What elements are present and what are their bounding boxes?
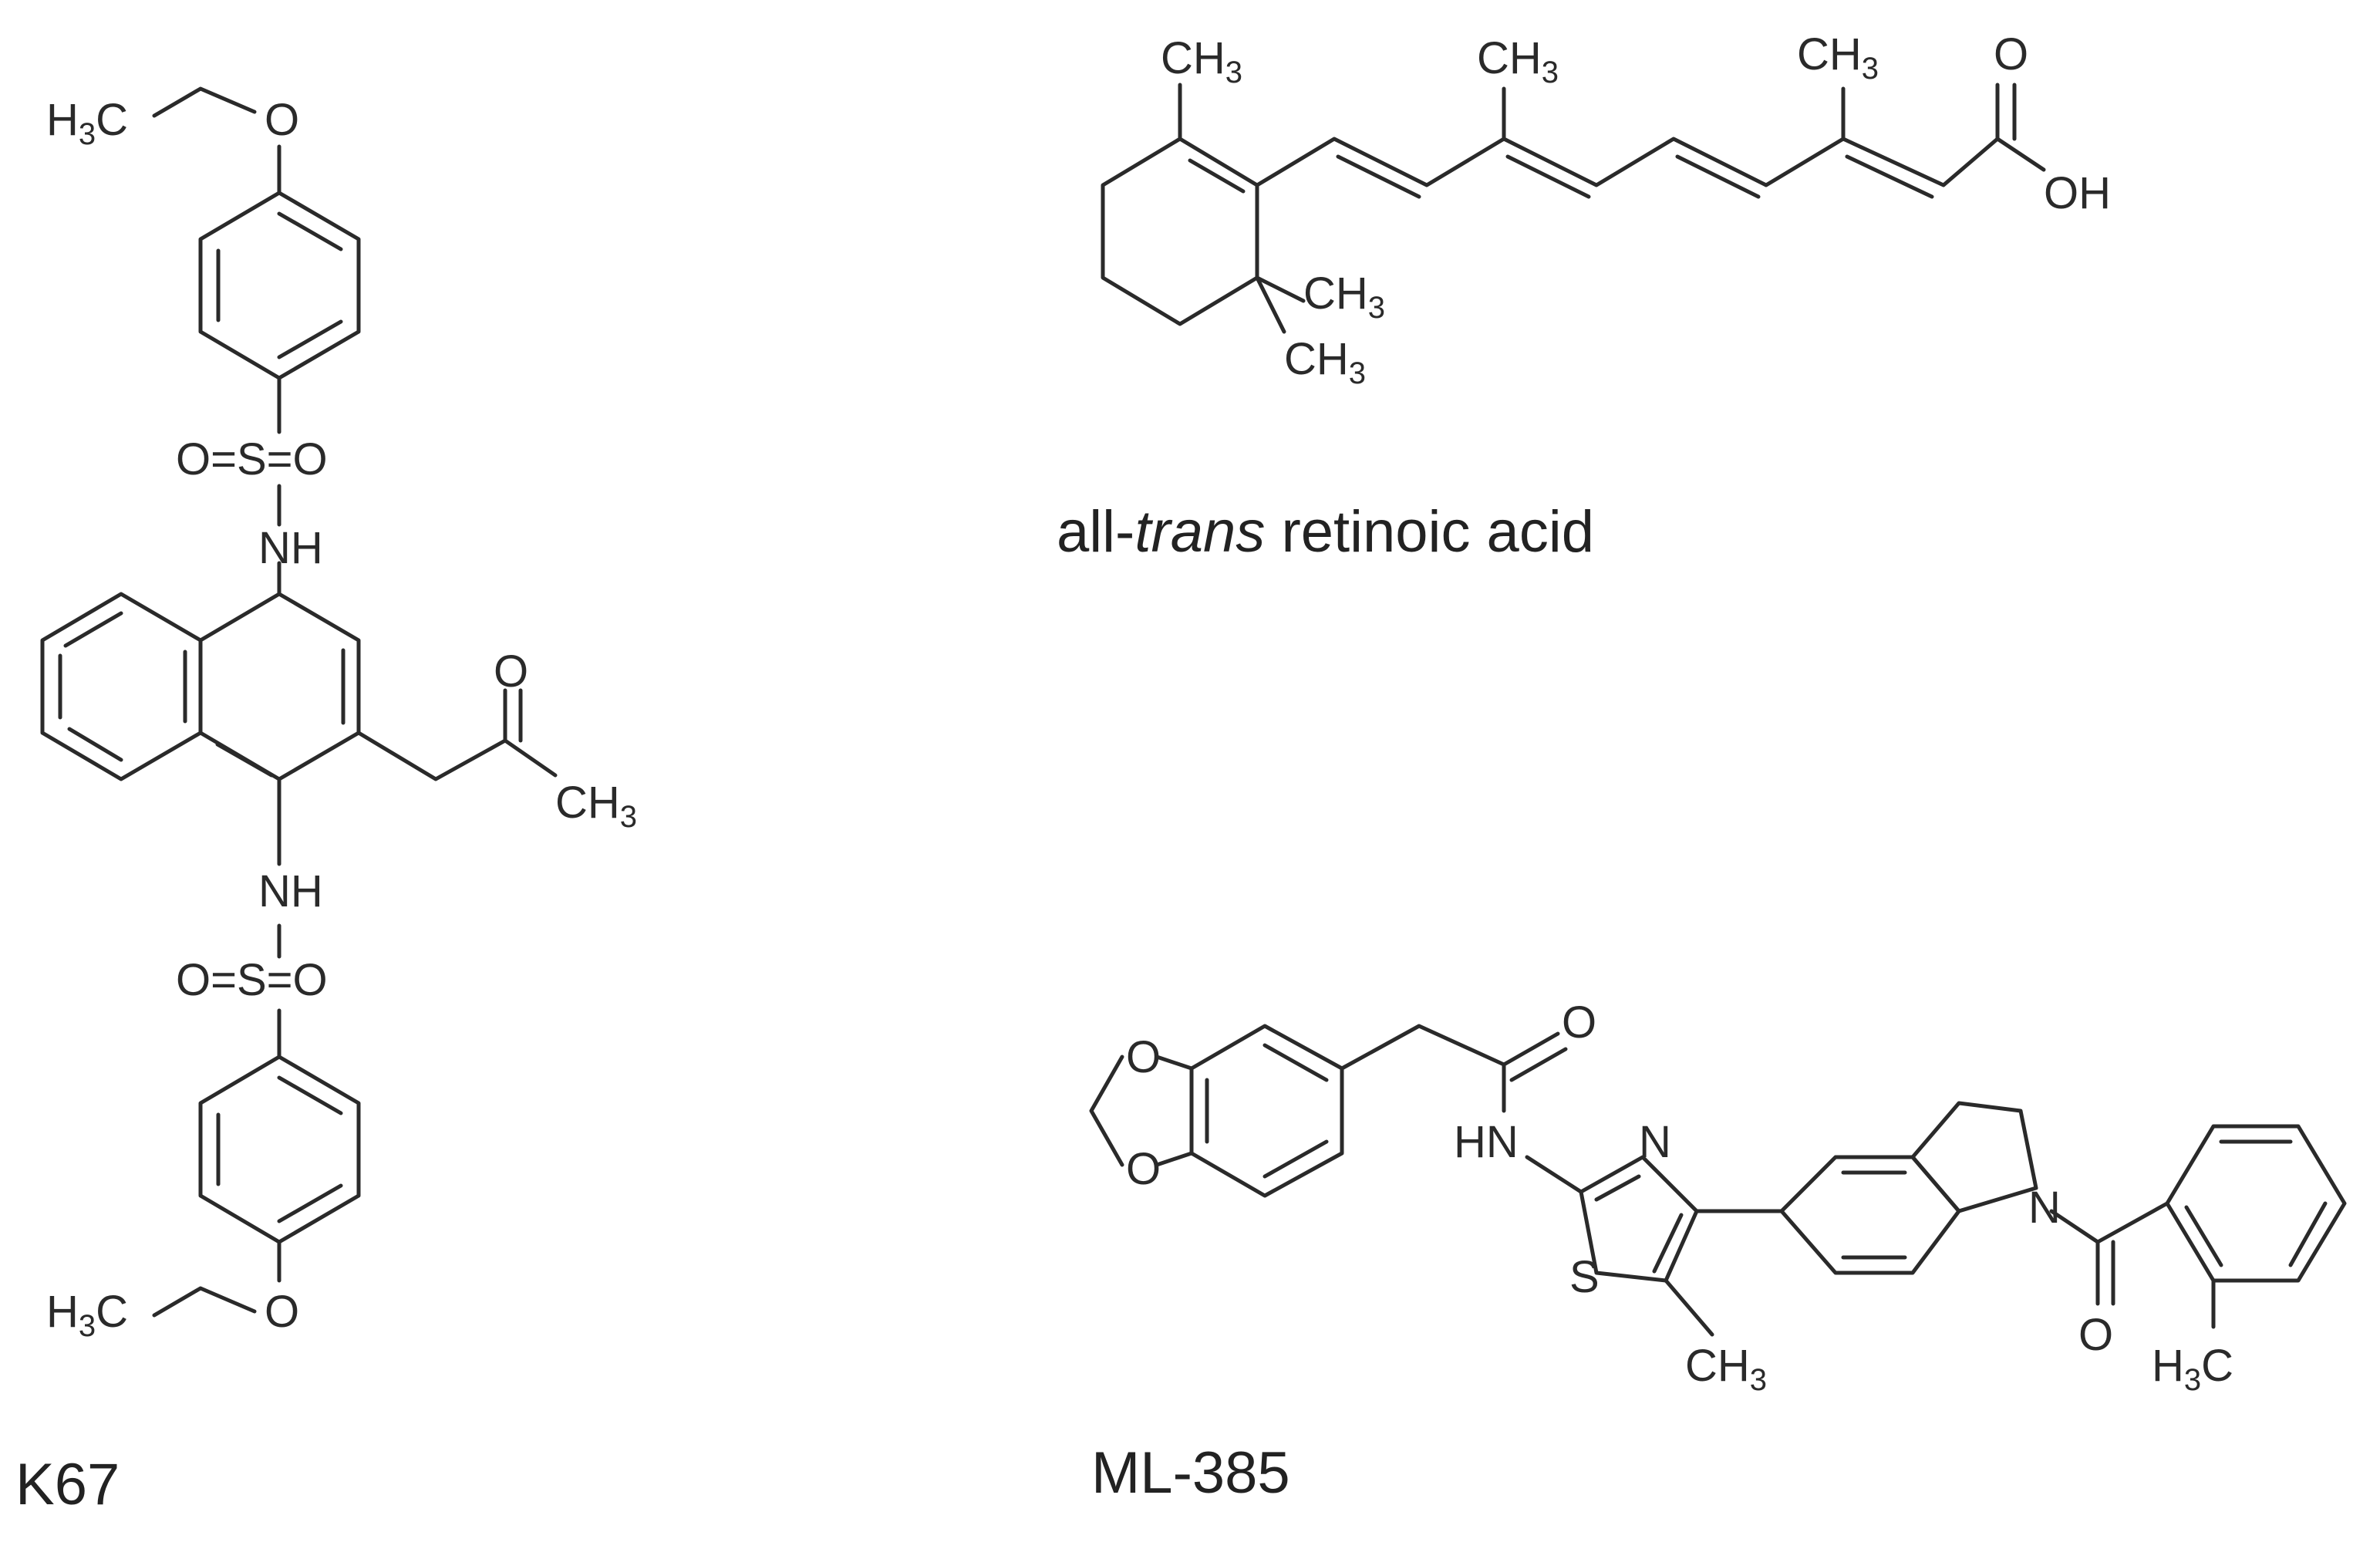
- retinoic-ring-methyl-label: CH3: [1161, 33, 1242, 89]
- retinoic-chain-methyl-1-label: CH3: [1477, 33, 1559, 89]
- ml385-thiazole-ch3-label: CH3: [1685, 1341, 1767, 1397]
- ml385-indoline-n-label: N: [2028, 1183, 2061, 1233]
- retinoic-acid-oh-label: OH: [2044, 168, 2111, 218]
- retinoic-gem-methyl-1-label: CH3: [1303, 268, 1385, 325]
- k67-o-bottom-label: O: [265, 1287, 299, 1337]
- ml385-benzoyl-o-label: O: [2078, 1310, 2113, 1360]
- ml385-structure: O O O HN N S CH3 N O H3C ML-385: [1089, 997, 2347, 1506]
- ml385-dioxole-o2-label: O: [1126, 1144, 1161, 1194]
- ml385-amide-nh-label: HN: [1454, 1117, 1519, 1167]
- ml385-thiazole-s-label: S: [1569, 1252, 1600, 1302]
- ml385-amide-o-label: O: [1562, 997, 1596, 1048]
- k67-so2-bottom-label: O=S=O: [176, 955, 328, 1005]
- ml385-caption: ML-385: [1091, 1440, 1290, 1506]
- ml385-thiazole-n-label: N: [1639, 1117, 1671, 1167]
- k67-ethyl-bottom-label: H3C: [46, 1287, 128, 1343]
- k67-ketone-o-label: O: [494, 646, 528, 697]
- k67-naphthalene: [40, 592, 361, 781]
- k67-nh-bottom-label: NH: [258, 866, 323, 916]
- ml385-indoline: [1779, 1101, 2038, 1275]
- k67-o-top-label: O: [265, 95, 299, 145]
- k67-top-phenyl-ring: [198, 191, 361, 380]
- retinoic-acid-structure: CH3 CH3 CH3 O OH CH3 CH3 all-trans retin…: [1057, 29, 2111, 565]
- k67-ketone-ch3-label: CH3: [555, 778, 637, 834]
- retinoic-acid-o-label: O: [1994, 29, 2028, 79]
- k67-so2-top-label: O=S=O: [176, 434, 328, 484]
- ml385-dioxole-o1-label: O: [1126, 1032, 1161, 1082]
- ml385-tolyl-ch3-label: H3C: [2152, 1341, 2233, 1397]
- k67-caption: K67: [15, 1452, 120, 1517]
- retinoic-chain-methyl-2-label: CH3: [1797, 29, 1879, 86]
- k67-bottom-phenyl-ring: [198, 1055, 361, 1244]
- k67-ethyl-top-label: H3C: [46, 95, 128, 151]
- retinoic-gem-methyl-2-label: CH3: [1284, 334, 1366, 390]
- retinoic-acid-caption: all-trans retinoic acid: [1057, 499, 1594, 565]
- retinoic-acid-cyclohexene-ring: [1101, 137, 1259, 326]
- k67-structure: H3C O O=S=O NH O CH3 NH O=S=O O H3C K67: [15, 86, 637, 1517]
- k67-nh-top-label: NH: [258, 523, 323, 573]
- ml385-thiazole-ring: [1579, 1155, 1699, 1283]
- ml385-tolyl-ring: [2165, 1124, 2347, 1283]
